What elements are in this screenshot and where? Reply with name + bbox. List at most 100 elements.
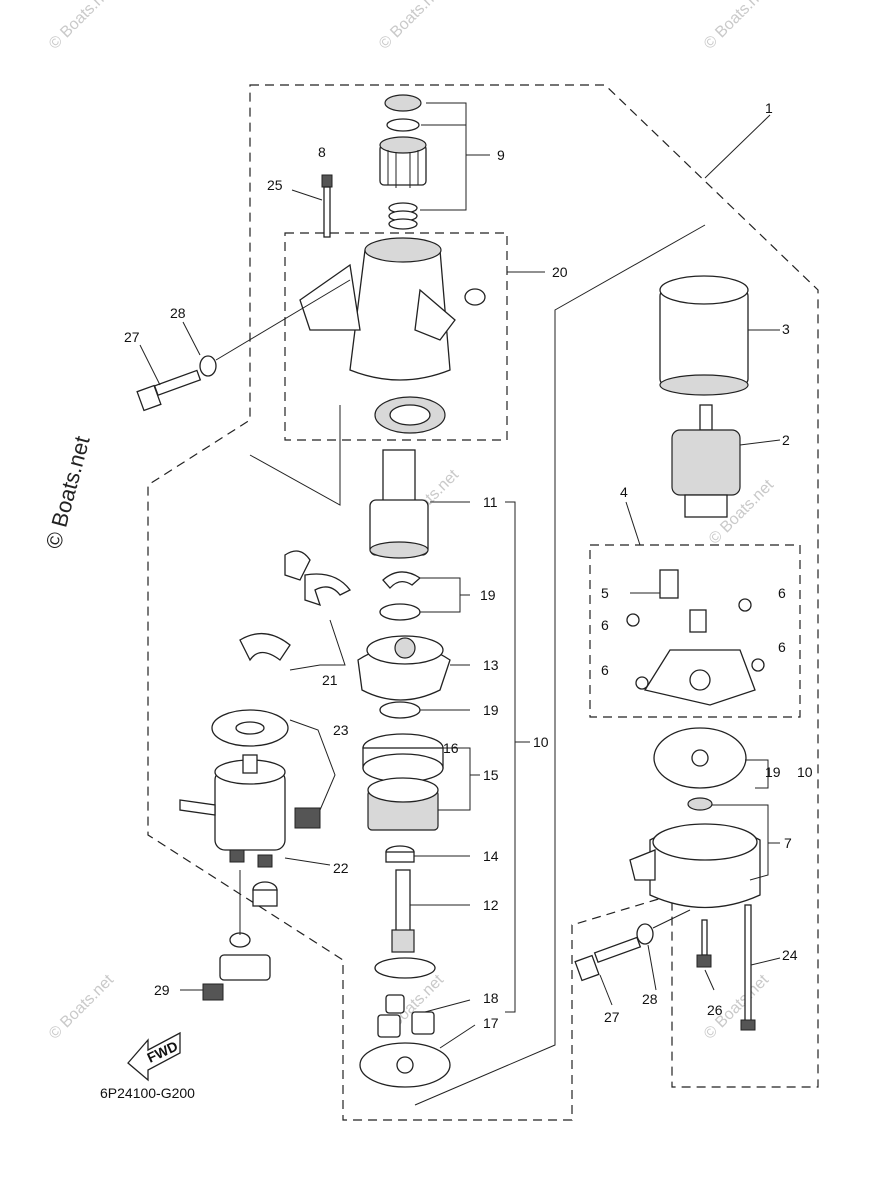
- part-29-nut: [202, 983, 224, 1001]
- callout-27-left: 27: [124, 329, 140, 345]
- part-14-bushing: [385, 845, 415, 863]
- part-9-clip: [386, 118, 420, 132]
- part-19-clip: [382, 571, 422, 589]
- leader-28-axis: [215, 279, 351, 361]
- callout-21: 21: [322, 672, 338, 688]
- callout-5: 5: [601, 585, 609, 601]
- part-27-bolt-left: [136, 369, 202, 412]
- assembly-outline-20: [284, 232, 508, 441]
- part-solenoid-plunger: [219, 881, 278, 981]
- callout-15: 15: [483, 767, 499, 783]
- callout-12: 12: [483, 897, 499, 913]
- callout-9: 9: [497, 147, 505, 163]
- callout-11: 11: [483, 494, 498, 510]
- callout-8: 8: [318, 144, 326, 160]
- watermark-text: © Boats.net: [701, 0, 773, 53]
- part-6-screw: [751, 658, 765, 672]
- callout-1: 1: [765, 100, 773, 116]
- part-26-screw: [696, 919, 712, 968]
- part-7-rear-cover: [629, 823, 761, 909]
- part-6-screw: [626, 613, 640, 627]
- leader-28-right: [647, 944, 657, 991]
- part-28-washer-right: [636, 923, 654, 945]
- watermark-text: © Boats.net: [376, 0, 448, 53]
- leader-27-right: [599, 974, 613, 1006]
- leader-19-center: [420, 577, 461, 613]
- part-12-shaft: [374, 869, 436, 979]
- group-21-outline: [249, 405, 341, 506]
- part-22-solenoid: [179, 754, 286, 868]
- part-15-gear: [367, 777, 439, 831]
- part-3-yoke: [659, 275, 749, 396]
- callout-17: 17: [483, 1015, 499, 1031]
- part-19-ring: [379, 603, 421, 621]
- part-17-plate: [359, 1042, 451, 1088]
- part-23-boot: [294, 807, 321, 829]
- part-6-screw: [738, 598, 752, 612]
- part-19-lower-ring: [379, 701, 421, 719]
- callout-2: 2: [782, 432, 790, 448]
- callout-19-lower: 19: [483, 702, 499, 718]
- callout-6-lower-right: 6: [778, 639, 786, 655]
- leader-21: [289, 619, 346, 671]
- callout-16: 16: [443, 740, 459, 756]
- part-6-screw: [635, 676, 649, 690]
- part-8-pinion: [379, 136, 427, 188]
- leader-28-left: [182, 321, 201, 356]
- leader-23: [289, 719, 336, 811]
- callout-22: 22: [333, 860, 349, 876]
- leader-9-bracket: [420, 102, 467, 211]
- callout-14: 14: [483, 848, 499, 864]
- callout-6-upper-right: 6: [778, 585, 786, 601]
- part-9-seal: [384, 94, 422, 112]
- part-27-bolt-right: [574, 936, 642, 982]
- part-23-gasket: [211, 709, 289, 747]
- callout-10-right: 10: [797, 764, 813, 780]
- callout-26: 26: [707, 1002, 723, 1018]
- callout-19-center: 19: [480, 587, 496, 603]
- callout-6-upper-left: 6: [601, 617, 609, 633]
- callout-6-lower-left: 6: [601, 662, 609, 678]
- part-2-armature: [671, 404, 741, 518]
- leader-27-left: [139, 344, 161, 386]
- part-19-plate-right: [653, 727, 747, 789]
- callout-20: 20: [552, 264, 568, 280]
- leader-22: [284, 857, 331, 866]
- callout-29: 29: [154, 982, 170, 998]
- callout-10: 10: [533, 734, 549, 750]
- assembly-outline-4: [589, 544, 801, 718]
- watermark-text: © Boats.net: [46, 971, 118, 1043]
- diagram-code: 6P24100-G200: [100, 1085, 195, 1101]
- part-19-ring-right: [687, 797, 713, 811]
- part-20-housing: [299, 237, 486, 434]
- leader-28-axis-right: [652, 909, 691, 929]
- leader-26: [704, 969, 715, 991]
- callout-25: 25: [267, 177, 283, 193]
- leader-1: [704, 114, 771, 179]
- part-18-planet-gears: [377, 994, 435, 1038]
- part-16-ring: [362, 733, 444, 783]
- part-9-spring: [388, 202, 418, 230]
- callout-19-right: 19: [765, 764, 781, 780]
- part-13-bracket: [357, 635, 451, 701]
- watermark-main: © Boats.net: [41, 433, 95, 551]
- callout-4: 4: [620, 484, 628, 500]
- leader-15-16: [438, 747, 471, 811]
- watermark-text: © Boats.net: [46, 0, 118, 53]
- group-10-outline: [414, 224, 706, 1106]
- callout-3: 3: [782, 321, 790, 337]
- leader-7: [712, 804, 769, 881]
- leader-18: [424, 999, 471, 1013]
- fwd-arrow-icon: [127, 1031, 181, 1082]
- callout-27-right: 27: [604, 1009, 620, 1025]
- part-25-bolt: [321, 174, 333, 238]
- callout-28-left: 28: [170, 305, 186, 321]
- leader-19-right: [745, 759, 769, 789]
- leader-17: [439, 1024, 476, 1049]
- callout-7: 7: [784, 835, 792, 851]
- callout-24: 24: [782, 947, 798, 963]
- part-21-lever: [239, 550, 351, 662]
- part-4-brush-holder: [643, 569, 756, 706]
- part-28-washer-left: [199, 355, 217, 377]
